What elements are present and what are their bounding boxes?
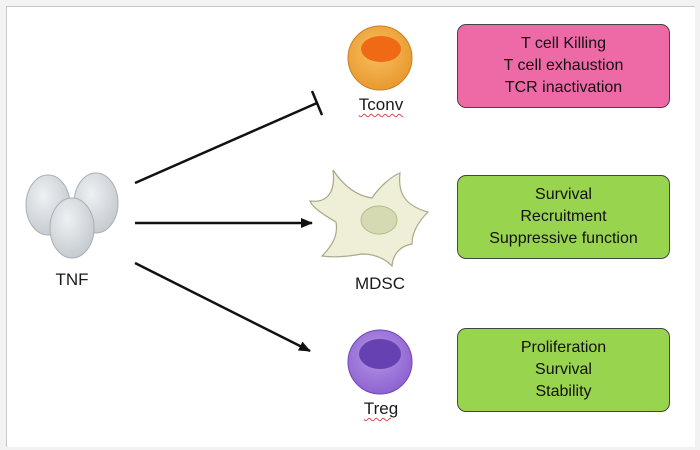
treg-effect-item: Proliferation bbox=[520, 339, 607, 356]
treg-effect-item: Stability bbox=[535, 383, 592, 400]
tconv-effects-box: T cell Killing T cell exhaustion TCR ina… bbox=[457, 24, 670, 108]
mdsc-cell-icon bbox=[309, 169, 430, 268]
tconv-effect-item: TCR inactivation bbox=[504, 79, 623, 96]
tconv-label: Tconv bbox=[358, 95, 404, 114]
mdsc-effect-item: Recruitment bbox=[520, 208, 607, 225]
mdsc-label: MDSC bbox=[354, 274, 406, 293]
treg-label: Treg bbox=[363, 399, 399, 418]
mdsc-effect-item: Survival bbox=[535, 186, 592, 203]
tconv-effect-item: T cell Killing bbox=[520, 35, 607, 52]
treg-effects-box: Proliferation Survival Stability bbox=[457, 328, 670, 412]
tnf-label: TNF bbox=[55, 270, 89, 289]
tconv-inhibition-arrow bbox=[134, 90, 324, 185]
tconv-cell-icon bbox=[347, 25, 413, 91]
tnf-cell-cluster-icon bbox=[25, 172, 119, 259]
treg-cell-icon bbox=[347, 329, 413, 395]
mdsc-effects-box: Survival Recruitment Suppressive functio… bbox=[457, 175, 670, 259]
treg-effect-item: Survival bbox=[535, 361, 592, 378]
tconv-effect-item: T cell exhaustion bbox=[503, 57, 624, 74]
treg-activation-arrow bbox=[134, 261, 311, 353]
mdsc-effect-item: Suppressive function bbox=[489, 230, 638, 247]
